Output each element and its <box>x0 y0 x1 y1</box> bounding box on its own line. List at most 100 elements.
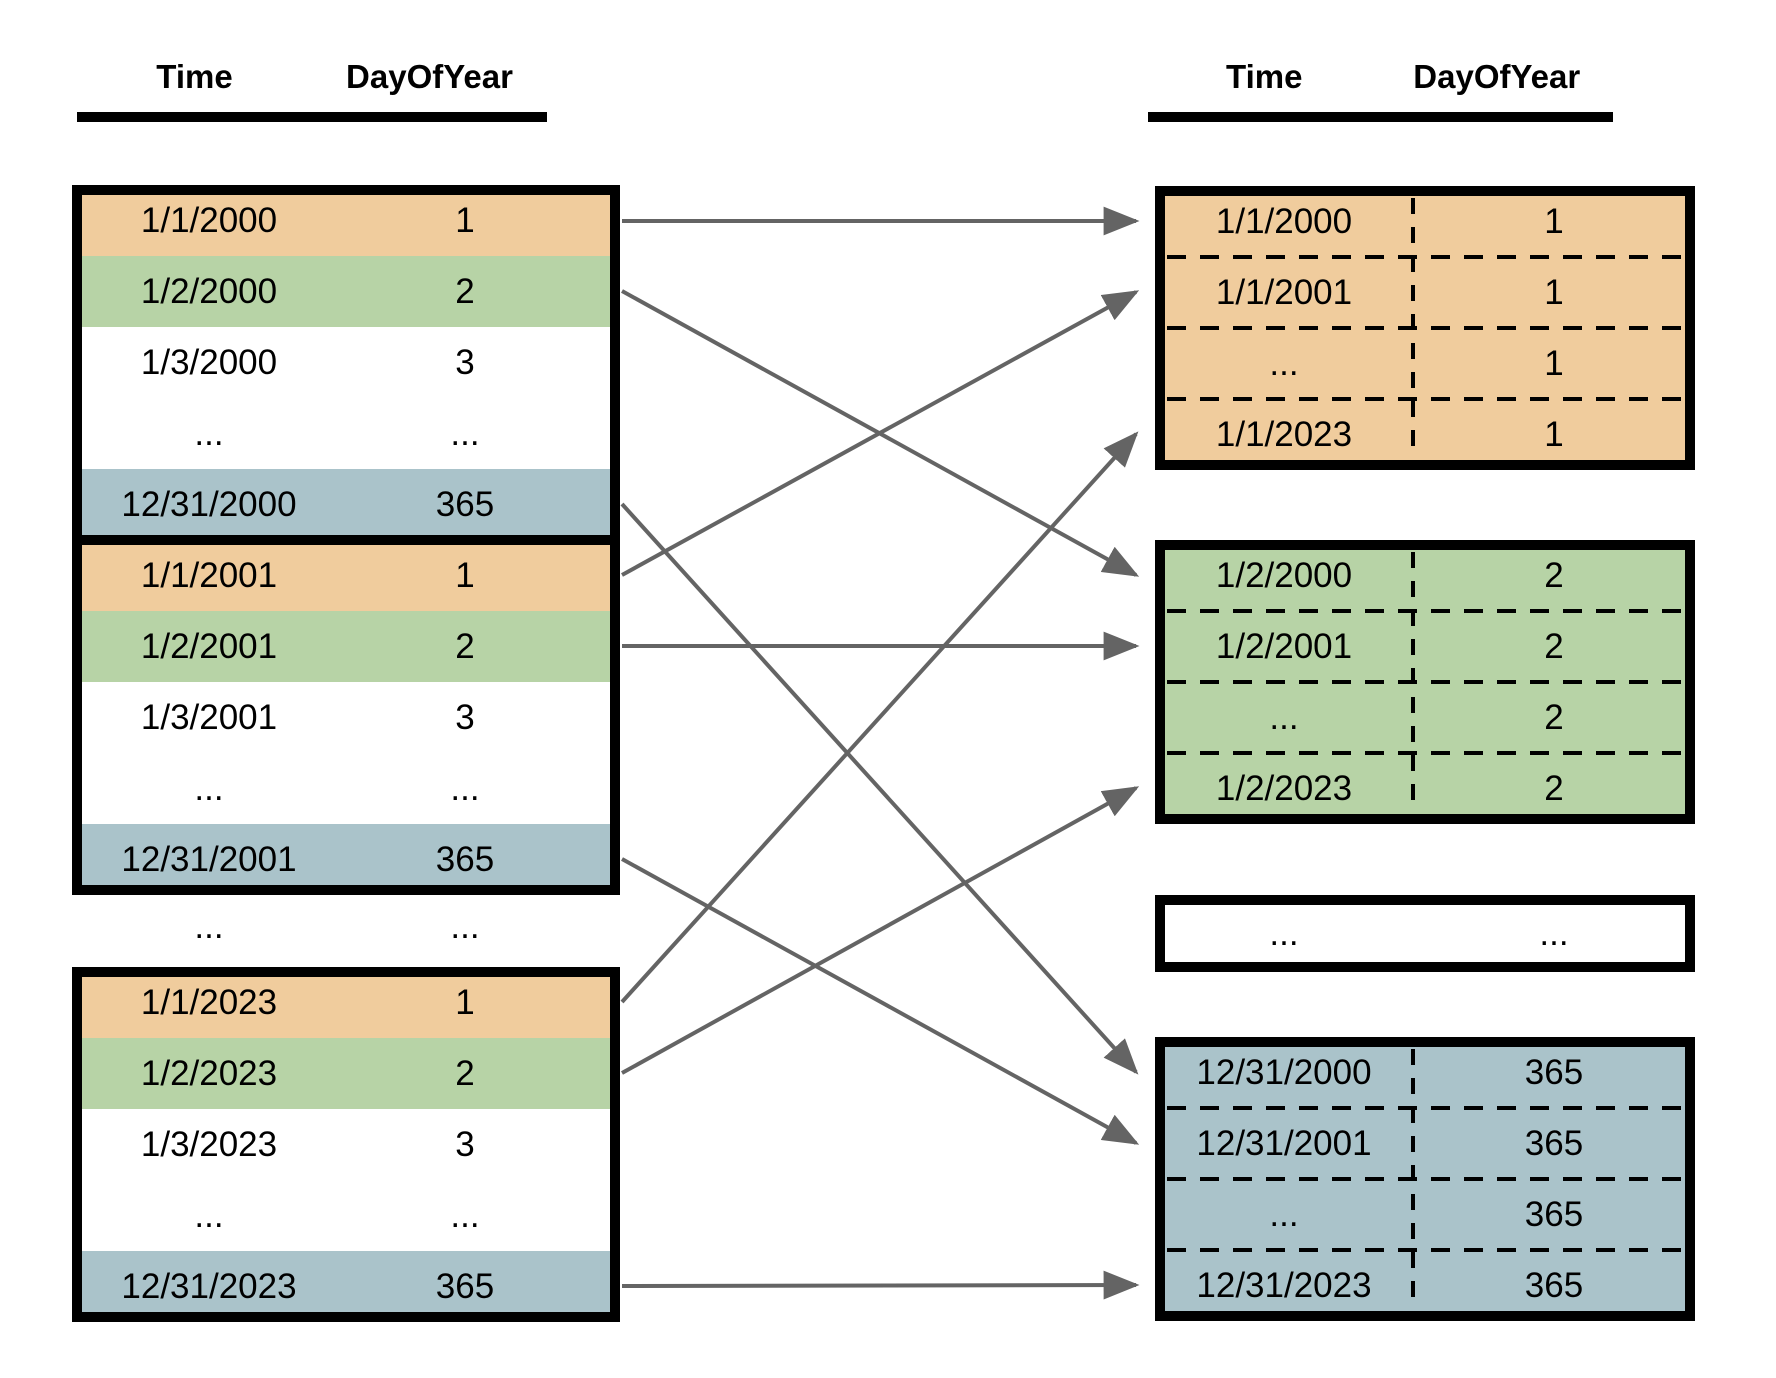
row-separator-dashed <box>1167 397 1683 401</box>
left-header-dayofyear-label: DayOfYear <box>346 58 513 95</box>
table-row-ellipsis: ... ... <box>72 398 620 469</box>
row-separator-dashed <box>1167 751 1683 755</box>
column-separator-dashed <box>1411 552 1415 812</box>
cell-time: 1/2/2001 <box>1215 626 1353 666</box>
cell-dayofyear: 2 <box>1544 768 1564 808</box>
cell-dayofyear: ... <box>450 1195 480 1235</box>
row-separator-dashed <box>1167 255 1683 259</box>
table-row: 1/1/2023 1 <box>1155 399 1695 470</box>
cell-time: 1/1/2001 <box>140 555 278 595</box>
cell-dayofyear: 2 <box>1544 555 1564 595</box>
cell-dayofyear: 2 <box>1544 626 1564 666</box>
table-row: 1/1/2023 1 <box>72 967 620 1038</box>
table-row: 1/3/2000 3 <box>72 327 620 398</box>
cell-time: ... <box>194 1195 224 1235</box>
table-row-ellipsis: ... ... <box>1155 895 1695 972</box>
arrow-2023-day365-to-group365 <box>621 1270 1140 1300</box>
right-table-header: Time DayOfYear <box>1148 48 1613 106</box>
table-row: 1/1/2000 1 <box>72 185 620 256</box>
cell-time: ... <box>194 907 224 946</box>
cell-dayofyear: 1 <box>455 555 475 595</box>
left-between-tables-ellipsis: ... ... <box>72 887 620 967</box>
group-table-day-365: 12/31/2000 365 12/31/2001 365 ... 365 12… <box>1155 1037 1695 1321</box>
cell-dayofyear: 3 <box>455 342 475 382</box>
table-row-ellipsis: ... ... <box>72 1180 620 1251</box>
cell-dayofyear: ... <box>450 907 480 946</box>
arrow-2023-day1-to-group1 <box>620 431 1139 1004</box>
table-row: 12/31/2001 365 <box>1155 1108 1695 1179</box>
cell-time: 1/1/2000 <box>1215 201 1353 241</box>
cell-time: 1/1/2001 <box>1215 272 1353 312</box>
column-separator-dashed <box>1411 1049 1415 1309</box>
cell-time: ... <box>1269 343 1299 383</box>
row-separator-dashed <box>1167 1177 1683 1181</box>
cell-dayofyear: ... <box>450 413 480 453</box>
table-row: 1/2/2023 2 <box>1155 753 1695 824</box>
row-separator-dashed <box>1167 326 1683 330</box>
cell-dayofyear: 2 <box>455 271 475 311</box>
row-separator-dashed <box>1167 609 1683 613</box>
cell-time: ... <box>1269 913 1299 953</box>
cell-dayofyear: 1 <box>1544 343 1564 383</box>
arrow-2001-day1-to-group1 <box>621 290 1140 577</box>
table-row: 1/3/2001 3 <box>72 682 620 753</box>
cell-dayofyear: 3 <box>455 1124 475 1164</box>
table-row-ellipsis: ... ... <box>72 753 620 824</box>
group-table-gap: ... ... <box>1155 895 1695 972</box>
left-table-header: Time DayOfYear <box>77 48 547 106</box>
cell-time: 1/1/2023 <box>1215 414 1353 454</box>
cell-dayofyear: 365 <box>1524 1194 1584 1234</box>
cell-dayofyear: 365 <box>435 839 495 879</box>
cell-dayofyear: 365 <box>1524 1265 1584 1305</box>
arrow-2023-day2-to-group2 <box>621 786 1140 1075</box>
table-row: 12/31/2000 365 <box>1155 1037 1695 1108</box>
table-row: 12/31/2023 365 <box>1155 1250 1695 1321</box>
table-row-ellipsis: ... 2 <box>1155 682 1695 753</box>
right-header-dayofyear-label: DayOfYear <box>1413 58 1581 95</box>
left-header-time-label: Time <box>156 58 233 95</box>
cell-dayofyear: 1 <box>1544 272 1564 312</box>
table-row: 1/3/2023 3 <box>72 1109 620 1180</box>
cell-dayofyear: 365 <box>1524 1123 1584 1163</box>
cell-dayofyear: 365 <box>435 1266 495 1306</box>
cell-time: 1/1/2023 <box>140 982 278 1022</box>
table-row: 1/1/2001 1 <box>72 540 620 611</box>
cell-time: ... <box>1269 1194 1299 1234</box>
cell-time: 1/2/2000 <box>140 271 278 311</box>
arrow-2001-day365-to-group365 <box>621 857 1140 1145</box>
cell-time: 12/31/2000 <box>1196 1052 1372 1092</box>
table-row: 12/31/2023 365 <box>72 1251 620 1322</box>
cell-time: ... <box>1269 697 1299 737</box>
cell-time: 1/1/2000 <box>140 200 278 240</box>
cell-time: 12/31/2023 <box>121 1266 297 1306</box>
source-table-2000-2001: 1/1/2000 1 1/2/2000 2 1/3/2000 3 ... ...… <box>72 185 620 895</box>
cell-dayofyear: 365 <box>435 484 495 524</box>
cell-time: 1/2/2000 <box>1215 555 1353 595</box>
right-header-underline <box>1148 112 1613 122</box>
cell-time: 12/31/2001 <box>121 839 297 879</box>
table-row: 1/2/2023 2 <box>72 1038 620 1109</box>
cell-dayofyear: 1 <box>1544 414 1564 454</box>
table-row: 12/31/2001 365 <box>72 824 620 895</box>
cell-dayofyear: 1 <box>455 982 475 1022</box>
table-row-ellipsis: ... 1 <box>1155 328 1695 399</box>
cell-dayofyear: 1 <box>1544 201 1564 241</box>
table-row: 1/2/2001 2 <box>72 611 620 682</box>
row-separator-dashed <box>1167 1106 1683 1110</box>
cell-time: 1/2/2001 <box>140 626 278 666</box>
cell-dayofyear: 1 <box>455 200 475 240</box>
cell-dayofyear: 2 <box>455 626 475 666</box>
cell-dayofyear: 3 <box>455 697 475 737</box>
table-row: 1/1/2001 1 <box>1155 257 1695 328</box>
cell-time: 1/2/2023 <box>1215 768 1353 808</box>
column-separator-dashed <box>1411 198 1415 458</box>
group-table-day-2: 1/2/2000 2 1/2/2001 2 ... 2 1/2/2023 2 <box>1155 540 1695 824</box>
table-row: 1/2/2000 2 <box>72 256 620 327</box>
right-header-time-label: Time <box>1226 58 1303 95</box>
table-row: 1/2/2000 2 <box>1155 540 1695 611</box>
arrow-2000-day365-to-group365 <box>620 502 1139 1075</box>
table-row: 1/1/2000 1 <box>1155 186 1695 257</box>
cell-dayofyear: ... <box>1539 913 1569 953</box>
